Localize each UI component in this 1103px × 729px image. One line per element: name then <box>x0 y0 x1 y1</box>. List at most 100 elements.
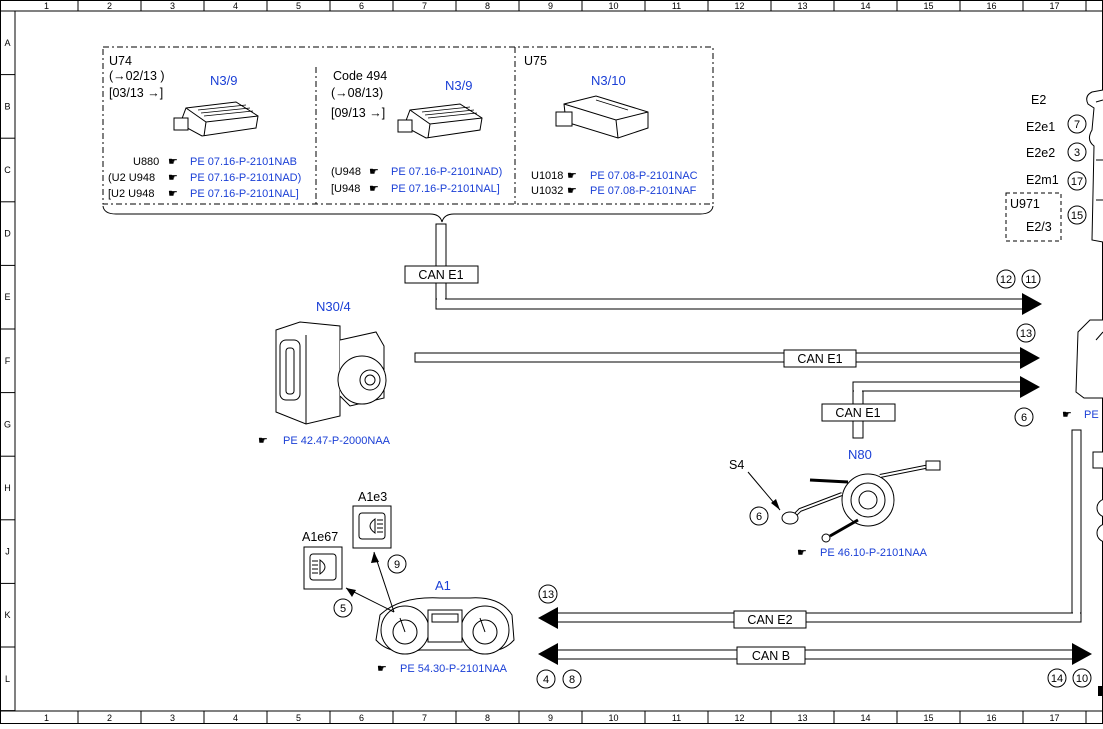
u75-line1-code: U1018 <box>531 170 563 182</box>
grid-column-label: 12 <box>734 713 744 723</box>
u74-line3-ref[interactable]: PE 07.16-P-2101NAL] <box>190 188 299 200</box>
grid-column-label: 8 <box>485 713 490 723</box>
a1e67-label: A1e67 <box>302 530 338 544</box>
marker-13-bottom: 13 <box>538 584 558 604</box>
u75-line1-ref[interactable]: PE 07.08-P-2101NAC <box>590 170 698 182</box>
grid-column-label: 6 <box>359 713 364 723</box>
ecu-module-icon <box>397 103 483 139</box>
n80-component: N80 <box>848 447 872 462</box>
can-e1-middle-label: CAN E1 <box>797 352 842 366</box>
can-e1-top-label: CAN E1 <box>418 268 463 282</box>
pointing-hand-icon: ☛ <box>369 166 379 178</box>
marker-4: 4 <box>536 669 556 689</box>
a1-unit: A1 ☛ PE 54.30-P-2101NAA A1e67 A1e3 <box>302 490 515 675</box>
grid-labels: 1122334455667788991010111112121313141415… <box>0 0 1087 724</box>
u74-line3-code: [U2 U948 <box>108 188 154 200</box>
grid-row-label: B <box>4 101 10 111</box>
marker-7: 7 <box>1067 114 1087 134</box>
marker-6-n80: 6 <box>749 506 769 526</box>
a1-ref[interactable]: PE 54.30-P-2101NAA <box>400 663 508 675</box>
grid-column-label: 17 <box>1049 1 1059 11</box>
grid-column-label: 9 <box>548 713 553 723</box>
grid-row-label: J <box>5 547 10 557</box>
grid-row-label: C <box>4 165 11 175</box>
e2-3-label: E2/3 <box>1026 220 1052 234</box>
u75-component: N3/10 <box>591 73 626 88</box>
grid-column-label: 7 <box>422 713 427 723</box>
headlamp-unit-icon <box>1086 89 1103 243</box>
svg-text:6: 6 <box>1021 412 1027 424</box>
marker-9: 9 <box>387 554 407 574</box>
right-ref-partial[interactable]: PE <box>1084 409 1099 421</box>
grid-column-label: 9 <box>548 1 553 11</box>
u74-line1-code: U880 <box>133 156 159 168</box>
grid-column-label: 11 <box>672 1 681 11</box>
pointing-hand-icon: ☛ <box>1062 409 1072 421</box>
svg-text:3: 3 <box>1074 147 1080 159</box>
s4-label: S4 <box>729 458 744 472</box>
pointing-hand-icon: ☛ <box>567 185 577 197</box>
headlight-indicator-icon <box>352 505 392 549</box>
grid-column-label: 4 <box>233 1 238 11</box>
grid-column-label: 16 <box>986 1 996 11</box>
box-code494: Code 494 (→08/13) [09/13 →] N3/9 (U948 ☛… <box>331 69 502 195</box>
svg-text:6: 6 <box>756 511 762 523</box>
n30-4-ref[interactable]: PE 42.47-P-2000NAA <box>283 435 391 447</box>
u74-line2-ref[interactable]: PE 07.16-P-2101NAD) <box>190 172 301 184</box>
marker-13-top: 13 <box>1016 323 1036 343</box>
e2e1-label: E2e1 <box>1026 120 1055 134</box>
svg-text:9: 9 <box>394 559 400 571</box>
u74-date-a: (→02/13 ) <box>109 69 165 83</box>
n80-ref[interactable]: PE 46.10-P-2101NAA <box>820 547 928 559</box>
code494-line2-code: [U948 <box>331 183 360 195</box>
marker-5: 5 <box>333 598 353 618</box>
u971-label: U971 <box>1010 197 1040 211</box>
box-u75: U75 N3/10 U1018 ☛ PE 07.08-P-2101NAC U10… <box>524 54 698 197</box>
u75-title: U75 <box>524 54 547 68</box>
pointing-hand-icon: ☛ <box>258 435 268 447</box>
u74-line2-code: (U2 U948 <box>108 172 155 184</box>
a1-component: A1 <box>435 578 451 593</box>
marker-14: 14 <box>1047 668 1067 688</box>
grid-column-label: 3 <box>170 1 175 11</box>
svg-text:10: 10 <box>1076 673 1088 685</box>
code494-line1-code: (U948 <box>331 166 361 178</box>
grid-column-label: 10 <box>608 1 618 11</box>
can-e1-n80-bus: CAN E1 <box>821 376 1040 439</box>
n30-4-component: N30/4 <box>316 299 351 314</box>
grid-column-label: 1 <box>44 1 49 11</box>
u74-component: N3/9 <box>210 73 237 88</box>
pointing-hand-icon: ☛ <box>168 156 178 168</box>
code494-line2-ref[interactable]: PE 07.16-P-2101NAL] <box>391 183 500 195</box>
grid-column-label: 7 <box>422 1 427 11</box>
marker-11: 11 <box>1021 269 1041 289</box>
grid-column-label: 4 <box>233 713 238 723</box>
grid-column-label: 5 <box>296 713 301 723</box>
ecu-module-icon <box>173 101 259 137</box>
pointing-hand-icon: ☛ <box>797 547 807 559</box>
can-e2-label: CAN E2 <box>747 613 792 627</box>
grid-column-label: 17 <box>1049 713 1059 723</box>
u74-line1-ref[interactable]: PE 07.16-P-2101NAB <box>190 156 297 168</box>
code494-component: N3/9 <box>445 78 472 93</box>
svg-text:11: 11 <box>1025 274 1036 286</box>
can-e2-bus: CAN E2 <box>538 429 1082 629</box>
marker-12: 12 <box>996 269 1016 289</box>
grid-row-label: K <box>4 610 10 620</box>
box-u74: U74 (→02/13 ) [03/13 →] N3/9 U880 ☛ PE 0… <box>108 54 301 200</box>
u75-line2-ref[interactable]: PE 07.08-P-2101NAF <box>590 185 697 197</box>
marker-15: 15 <box>1067 205 1087 225</box>
grid-column-label: 16 <box>986 713 996 723</box>
marker-10: 10 <box>1072 668 1092 688</box>
svg-text:12: 12 <box>1000 274 1012 286</box>
code494-title: Code 494 <box>333 69 387 83</box>
e2-title: E2 <box>1031 93 1046 107</box>
code494-line1-ref[interactable]: PE 07.16-P-2101NAD) <box>391 166 502 178</box>
grid-column-label: 3 <box>170 713 175 723</box>
grid-column-label: 2 <box>107 1 112 11</box>
cropped-unit-right: ☛ PE <box>1062 319 1103 696</box>
fog-light-indicator-icon <box>303 546 343 590</box>
grid-column-label: 10 <box>608 713 618 723</box>
e2-unit: E2 E2e1 7 E2e2 3 E2m1 17 U971 E2/3 15 <box>1005 89 1103 243</box>
marker-3: 3 <box>1067 142 1087 162</box>
